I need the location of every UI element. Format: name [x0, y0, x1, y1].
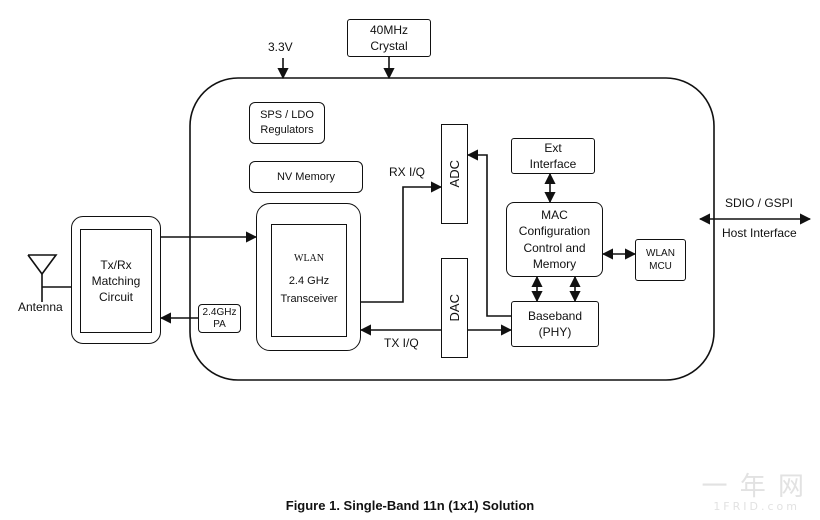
ext-interface-block: Ext Interface — [511, 138, 595, 174]
wlan-mcu-block: WLAN MCU — [635, 239, 686, 281]
adc-label: ADC — [446, 160, 462, 188]
chip-outline — [189, 77, 715, 381]
transceiver-outer: WLAN 2.4 GHz Transceiver — [256, 203, 361, 351]
pa-block: 2.4GHz PA — [198, 304, 241, 333]
dac-block: DAC — [441, 258, 468, 358]
antenna-label: Antenna — [18, 300, 63, 314]
rx-iq-label: RX I/Q — [389, 165, 426, 179]
rx-iq-wire — [360, 181, 443, 303]
sdio-label: SDIO / GSPI — [725, 196, 794, 210]
watermark-url: 1FRID.com — [713, 500, 800, 513]
figure-caption: Figure 1. Single-Band 11n (1x1) Solution — [285, 498, 535, 513]
adc-block: ADC — [441, 124, 468, 224]
sps-ldo-block: SPS / LDO Regulators — [249, 102, 325, 144]
txrx-label: Tx/Rx Matching Circuit — [80, 229, 152, 333]
txrx-outer: Tx/Rx Matching Circuit — [71, 216, 161, 344]
tx-iq-label: TX I/Q — [384, 336, 419, 350]
transceiver-label: 2.4 GHz Transceiver — [280, 274, 338, 306]
baseband-block: Baseband (PHY) — [511, 301, 599, 347]
mac-block: MAC Configuration Control and Memory — [506, 202, 603, 277]
transceiver-inner: WLAN 2.4 GHz Transceiver — [271, 224, 347, 337]
host-interface-label: Host Interface — [722, 226, 797, 240]
crystal-block: 40MHz Crystal — [347, 19, 431, 57]
watermark: 一 年 网 — [701, 472, 806, 502]
transceiver-title: WLAN — [294, 253, 324, 265]
nv-memory-block: NV Memory — [249, 161, 363, 193]
bb-adc-wire — [466, 149, 511, 317]
power-label: 3.3V — [268, 40, 293, 54]
dac-label: DAC — [446, 294, 462, 322]
antenna-icon — [27, 254, 58, 276]
